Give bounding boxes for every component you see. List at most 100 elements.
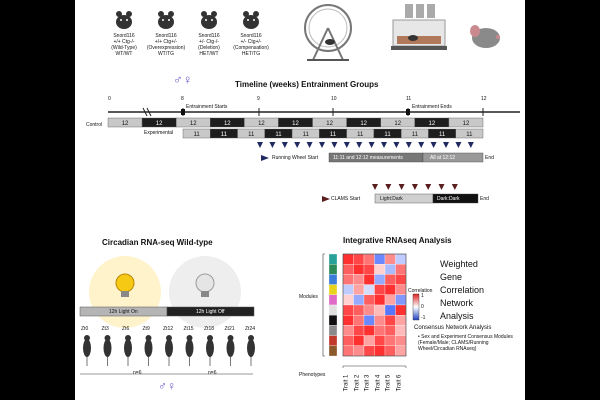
mouse-head: [104, 335, 111, 341]
lightbulb-on-icon: [115, 273, 135, 297]
measurement-arrow: [356, 142, 363, 148]
module-color-swatch: [328, 304, 338, 316]
control-cell-label: 12: [258, 121, 265, 127]
experimental-cell-label: 11: [466, 132, 473, 138]
trait-label: Trait 6: [395, 374, 402, 392]
measurement-arrow: [331, 142, 338, 148]
trait-label: Trait 1: [343, 374, 350, 392]
tick-label: 8: [181, 96, 184, 102]
heatmap-cell: [353, 304, 365, 316]
module-color-swatch: [328, 274, 338, 285]
clams-start-label: CLAMS Start: [331, 196, 361, 202]
wgcna-text: Weighted Gene Correlation Network Analys…: [440, 259, 485, 321]
scale-mid: 0: [421, 304, 424, 310]
heatmap-cell: [353, 315, 365, 326]
mouse-head: [248, 335, 254, 341]
heatmap-cell: [374, 325, 386, 336]
heatmap-cell: [395, 253, 407, 265]
mouse-icon: [124, 339, 132, 357]
entrainment-start-marker: [181, 109, 185, 115]
heatmap-cell: [395, 264, 407, 275]
tick-label: 11: [406, 96, 412, 102]
mouse-head-icon: [470, 25, 500, 48]
heatmap-cell: [353, 264, 365, 275]
circadian-graphic: [79, 256, 255, 375]
mouse-icon: [165, 339, 173, 357]
n-left-label: n=6: [133, 370, 142, 376]
experimental-label: Experimental: [144, 130, 174, 136]
module-color-swatch: [328, 315, 338, 326]
axis-break: [146, 107, 152, 117]
heatmap-cell: [384, 345, 396, 357]
light-dark-label: Light:Dark: [380, 196, 403, 202]
all-1212-bar: [422, 152, 484, 163]
experimental-cell-label: 11: [439, 132, 446, 138]
control-cell-label: 12: [394, 121, 401, 127]
dark-dark-bar: [432, 193, 479, 204]
tick-label: 0: [108, 96, 111, 102]
measurement-arrow: [368, 142, 375, 148]
zt-label: Zt24: [245, 326, 256, 332]
measurement-arrow: [319, 142, 325, 148]
mouse-head: [125, 335, 131, 341]
heatmap-cell: [384, 264, 396, 275]
clams-arrow: [438, 184, 445, 190]
experimental-cell-label: 11: [303, 132, 310, 138]
mouse-icon: [243, 11, 259, 29]
zt-label: Zt18: [204, 326, 215, 332]
mouse-head: [145, 335, 152, 341]
control-cell-label: 12: [156, 121, 163, 127]
heatmap-cell: [353, 294, 365, 306]
mouse-icon: [185, 339, 194, 357]
module-color-swatch: [328, 284, 338, 295]
zt-label: Zt21: [224, 326, 235, 332]
control-cell-label: 12: [224, 121, 231, 127]
heatmap-cell: [395, 325, 407, 336]
zt-label: Zt15: [183, 326, 194, 332]
clams-arrow: [398, 184, 405, 190]
heatmap-cell: [363, 274, 375, 285]
running-wheel-icon: [304, 4, 352, 61]
heatmap-cell: [353, 253, 365, 265]
measurement-arrow: [430, 142, 437, 148]
light-off-label: 12h Light Off: [196, 309, 225, 315]
entrainment-end-label: Entrainment Ends: [412, 104, 452, 110]
heatmap-cell: [342, 335, 354, 346]
integrative-title: Integrative RNAseq Analysis: [343, 236, 452, 245]
heatmap-cell: [384, 325, 396, 336]
heatmap-cell: [363, 345, 375, 357]
dark-dark-label: Dark:Dark: [437, 196, 460, 202]
modules-bracket: [322, 253, 325, 357]
heatmap-cell: [363, 304, 375, 316]
control-cell-label: 12: [190, 121, 197, 127]
experimental-cell-label: 11: [221, 132, 228, 138]
running-wheel-start-arrow: [261, 155, 269, 161]
scale-bot: -1: [421, 315, 426, 321]
clams-arrow: [451, 184, 458, 190]
circadian-title: Circadian RNA-seq Wild-type: [102, 238, 213, 247]
genotype-caption: Snord116+/+ Ctg-/-(Wild-Type)WT/WT: [111, 33, 137, 57]
control-label: Control: [86, 122, 103, 128]
module-color-swatch: [328, 264, 338, 275]
light-on-label: 12h Light On: [109, 309, 138, 315]
measurement-arrow: [405, 142, 412, 148]
phenotypes-label: Phenotypes: [299, 372, 326, 378]
heatmap-cell: [395, 274, 407, 285]
heatmap-cell: [395, 345, 407, 357]
correlation-colorbar: [412, 293, 420, 321]
mouse-icon: [158, 11, 174, 29]
control-cell-label: 12: [360, 121, 367, 127]
control-cell: [448, 117, 484, 128]
end-label: End: [485, 155, 494, 161]
module-color-swatch: [328, 253, 338, 265]
heatmap-cell: [363, 315, 375, 326]
module-color-swatch: [328, 294, 338, 306]
heatmap-cell: [384, 315, 396, 326]
experimental-cell-label: 11: [194, 132, 201, 138]
heatmap-cell: [374, 345, 386, 357]
heatmap-graphic: [322, 253, 420, 368]
mouse-icon: [103, 339, 112, 357]
zt-label: Zt9: [142, 326, 150, 332]
genotype-caption: Snord116+/+ Ctg+/-(Overexpression)WT/TG: [146, 33, 186, 57]
mouse-head: [84, 335, 90, 341]
